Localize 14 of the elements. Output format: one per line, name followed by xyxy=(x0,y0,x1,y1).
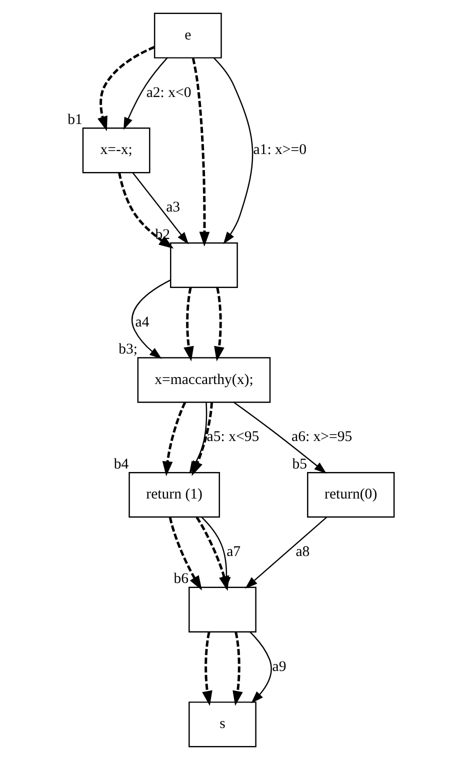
node-label: b6 xyxy=(173,571,188,588)
edge-label: a9 xyxy=(272,658,286,675)
edge-label: a7 xyxy=(226,544,240,560)
node-label: b1 xyxy=(67,112,82,128)
edge-label: a5: x<95 xyxy=(206,429,259,446)
node-label: b5 xyxy=(292,456,307,472)
node-label: b3; xyxy=(118,342,138,358)
edge-label: a6: x>=95 xyxy=(291,429,352,446)
node-label: b4 xyxy=(113,456,128,472)
edge-label: a3 xyxy=(166,200,180,216)
edge-label: a4 xyxy=(134,314,149,330)
edge-label: a1: x>=0 xyxy=(252,142,306,158)
edge-label: a2: x<0 xyxy=(146,84,191,101)
edge-label: a8 xyxy=(295,544,310,560)
